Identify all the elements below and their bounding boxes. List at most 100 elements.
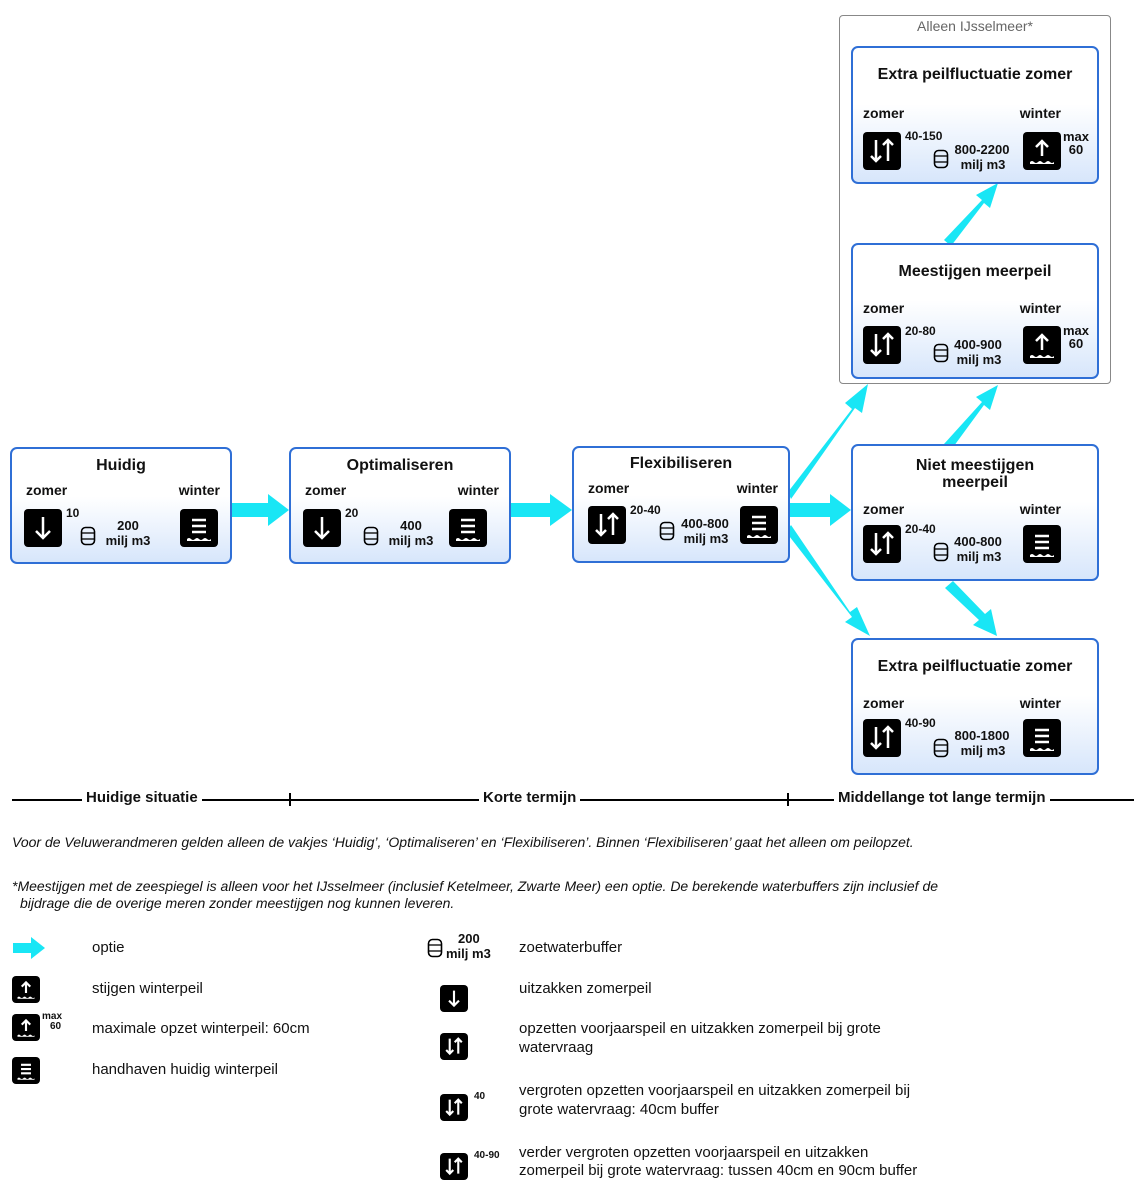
- legend-opzetten-line2: watervraag: [519, 1039, 594, 1056]
- barrel-icon: [933, 738, 949, 758]
- legend-zoetwater: zoetwaterbuffer: [519, 939, 623, 956]
- uitzakken-icon: [303, 509, 341, 547]
- level-value: 20-40: [905, 522, 936, 536]
- arrow-meestijgen-extra-top: [944, 183, 998, 246]
- barrel-icon: [363, 526, 379, 546]
- timeline-tick-1: [289, 793, 291, 806]
- max-label: max: [1062, 323, 1090, 338]
- arrow-optimaliseren-flexibiliseren: [511, 494, 572, 526]
- stijgen-icon: [1023, 326, 1061, 364]
- opzetten-uitzakken-icon: [863, 326, 901, 364]
- level-value: 20: [345, 506, 359, 520]
- legend-buffer-unit: milj m3: [446, 946, 491, 961]
- handhaven-icon: [449, 509, 487, 547]
- buffer-unit: milj m3: [388, 533, 434, 548]
- winter-label: winter: [1019, 105, 1061, 121]
- level-value: 20-40: [630, 503, 661, 517]
- box-title-line2: meerpeil: [942, 474, 1008, 491]
- box-meestijgen: Meestijgen meerpeil zomer winter 20-80 4…: [851, 243, 1099, 379]
- max-value: 60: [1068, 142, 1084, 157]
- legend-verder-line1: verder vergroten opzetten voorjaarspeil …: [519, 1144, 869, 1161]
- legend-uitzakken: uitzakken zomerpeil: [519, 980, 652, 997]
- level-value: 40-150: [905, 129, 943, 143]
- max-label: max: [1062, 129, 1090, 144]
- buffer-value: 800-2200: [954, 142, 1010, 157]
- legend-stijgen: stijgen winterpeil: [92, 980, 203, 997]
- note-meestijgen-line1: *Meestijgen met de zeespiegel is alleen …: [12, 878, 939, 894]
- zomer-label: zomer: [863, 695, 905, 711]
- opzetten-legend-icon: [440, 1033, 468, 1060]
- handhaven-icon: [180, 509, 218, 547]
- arrow-niet-meestijgen-meestijgen: [944, 385, 998, 450]
- arrow-flex-meestijgen: [788, 384, 868, 499]
- timeline-tick-2: [787, 793, 789, 806]
- handhaven-icon: [740, 506, 778, 544]
- zomer-label: zomer: [588, 480, 630, 496]
- legend-verder-line2: zomerpeil bij grote watervraag: tussen 4…: [519, 1162, 918, 1179]
- handhaven-icon: [1023, 525, 1061, 563]
- barrel-icon: [933, 542, 949, 562]
- timeline-phase-2: Korte termijn: [479, 789, 581, 806]
- opzetten-uitzakken-icon: [863, 719, 901, 757]
- barrel-icon: [933, 343, 949, 363]
- max-value: 60: [1068, 336, 1084, 351]
- box-extra-zomer-top: Extra peilfluctuatie zomer zomer winter …: [851, 46, 1099, 184]
- ijsselmeer-group: Alleen IJsselmeer*: [839, 15, 1111, 384]
- arrow-flex-extra-low: [786, 525, 870, 636]
- handhaven-icon: [1023, 719, 1061, 757]
- opzetten-uitzakken-icon: [863, 132, 901, 170]
- box-title-line1: Niet meestijgen: [915, 457, 1035, 474]
- legend-max-value: 60: [50, 1021, 62, 1032]
- box-title: Flexibiliseren: [629, 455, 733, 472]
- zomer-label: zomer: [863, 300, 905, 316]
- box-title: Extra peilfluctuatie zomer: [877, 658, 1073, 675]
- barrel-icon: [659, 521, 675, 541]
- level-value: 20-80: [905, 324, 936, 338]
- box-niet-meestijgen: Niet meestijgen meerpeil zomer winter 20…: [851, 444, 1099, 581]
- winter-label: winter: [178, 482, 220, 498]
- zomer-label: zomer: [305, 482, 347, 498]
- box-title: Extra peilfluctuatie zomer: [877, 66, 1073, 83]
- winter-label: winter: [1019, 695, 1061, 711]
- barrel-legend-icon: [427, 938, 443, 958]
- legend-maximale: maximale opzet winterpeil: 60cm: [92, 1020, 310, 1037]
- barrel-icon: [933, 149, 949, 169]
- stijgen-legend-icon: [12, 976, 40, 1003]
- buffer-value: 400-900: [954, 337, 1002, 352]
- buffer-unit: milj m3: [683, 531, 729, 546]
- buffer-unit: milj m3: [956, 352, 1002, 367]
- zomer-label: zomer: [863, 105, 905, 121]
- group-label: Alleen IJsselmeer*: [917, 18, 1033, 34]
- level-value: 40-90: [905, 716, 936, 730]
- box-title: Meestijgen meerpeil: [898, 263, 1052, 280]
- box-flexibiliseren: Flexibiliseren zomer winter 20-40 400-80…: [572, 446, 790, 563]
- buffer-value: 200: [117, 518, 139, 533]
- buffer-value: 800-1800: [954, 728, 1010, 743]
- barrel-icon: [80, 526, 96, 546]
- buffer-unit: milj m3: [105, 533, 151, 548]
- box-optimaliseren: Optimaliseren zomer winter 20 400 milj m…: [289, 447, 511, 564]
- box-title: Optimaliseren: [346, 457, 454, 474]
- level-value: 10: [66, 506, 80, 520]
- legend-handhaven: handhaven huidig winterpeil: [92, 1061, 278, 1078]
- box-title: Huidig: [96, 457, 146, 474]
- zomer-label: zomer: [863, 501, 905, 517]
- legend-vergroten-line2: grote watervraag: 40cm buffer: [519, 1101, 719, 1118]
- winter-label: winter: [457, 482, 499, 498]
- buffer-value: 400-800: [681, 516, 729, 531]
- arrow-huidig-optimaliseren: [232, 494, 289, 526]
- buffer-unit: milj m3: [956, 549, 1002, 564]
- legend-buffer-value: 200: [458, 931, 480, 946]
- note-meestijgen-line2: bijdrage die de overige meren zonder mee…: [20, 895, 455, 911]
- vergroten-legend-icon: [440, 1094, 468, 1121]
- buffer-value: 400-800: [954, 534, 1002, 549]
- verder-vergroten-legend-icon: [440, 1153, 468, 1180]
- buffer-value: 400: [400, 518, 422, 533]
- timeline-phase-1: Huidige situatie: [82, 789, 202, 806]
- legend-sup-40-90: 40-90: [474, 1150, 500, 1161]
- arrow-flex-niet-meestijgen: [790, 494, 851, 526]
- legend-sup-40: 40: [474, 1091, 486, 1102]
- stijgen-icon: [1023, 132, 1061, 170]
- legend-max-label: max: [42, 1011, 63, 1022]
- max-opzet-legend-icon: [12, 1014, 40, 1041]
